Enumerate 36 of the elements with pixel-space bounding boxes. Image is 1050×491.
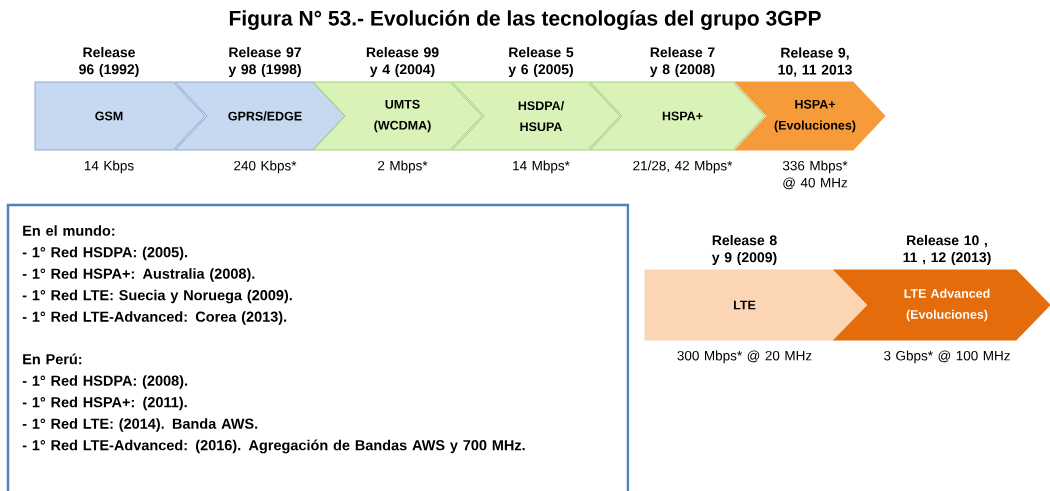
note-line: - 1° Red LTE: (2014). Banda AWS.	[22, 418, 258, 432]
note-line: - 1° Red HSDPA: (2005).	[22, 246, 188, 261]
title: Figura N° 53.- Evolución de las tecnologías del grupo 3GPP	[229, 10, 821, 30]
stage-box: LTE	[644, 269, 869, 341]
note-line: - 1° Red HSPA+: (2011).	[22, 396, 187, 411]
speed-label: 300 Mbps* @ 20 MHz	[677, 350, 812, 364]
speed-label: 21/28, 42 Mbps*	[633, 160, 733, 174]
note-line: En Perú:	[23, 353, 82, 365]
release-label: Release 97 y 98 (1998)	[228, 47, 301, 77]
note-line: - 1° Red HSDPA: (2008).	[22, 375, 188, 389]
stage-box: UMTS (WCDMA)	[312, 81, 483, 151]
stage-box: GPRS/EDGE	[174, 81, 346, 151]
note-line: - 1° Red HSPA+: Australia (2008).	[22, 268, 255, 282]
release-label: Release 9, 10, 11 2013	[778, 47, 852, 77]
speed-label: 336 Mbps* @ 40 MHz	[782, 160, 848, 190]
stage-box: HSPA+ (Evoluciones)	[734, 81, 886, 151]
stage-box: HSDPA/ HSUPA	[451, 81, 621, 151]
speed-label: 14 Mbps*	[513, 160, 570, 174]
release-label: Release 96 (1992)	[79, 47, 139, 77]
speed-label: 2 Mbps*	[378, 160, 428, 174]
speed-label: 240 Kbps*	[234, 160, 297, 174]
note-line: - 1° Red LTE: Suecia y Noruega (2009).	[22, 289, 292, 304]
stage-box: HSPA+	[589, 81, 766, 151]
release-label: Release 99 y 4 (2004)	[366, 47, 439, 77]
release-label: Release 5 y 6 (2005)	[508, 47, 574, 77]
release-label: Release 7 y 8 (2008)	[649, 47, 715, 77]
release-label: Release 10 , 11 , 12 (2013)	[903, 235, 991, 266]
stage-box: LTE Advanced (Evoluciones)	[833, 269, 1050, 341]
text-panel	[6, 203, 630, 491]
release-label: Release 8 y 9 (2009)	[711, 235, 777, 266]
note-line: - 1° Red LTE-Advanced: Corea (2013).	[22, 311, 287, 325]
note-line: - 1° Red LTE-Advanced: (2016). Agregación de Bandas AWS y 700 MHz.	[22, 439, 525, 454]
speed-label: 14 Kbps	[84, 160, 134, 174]
note-line: En el mundo:	[23, 225, 115, 236]
stage-box: GSM	[34, 81, 206, 151]
speed-label: 3 Gbps* @ 100 MHz	[884, 350, 1010, 364]
